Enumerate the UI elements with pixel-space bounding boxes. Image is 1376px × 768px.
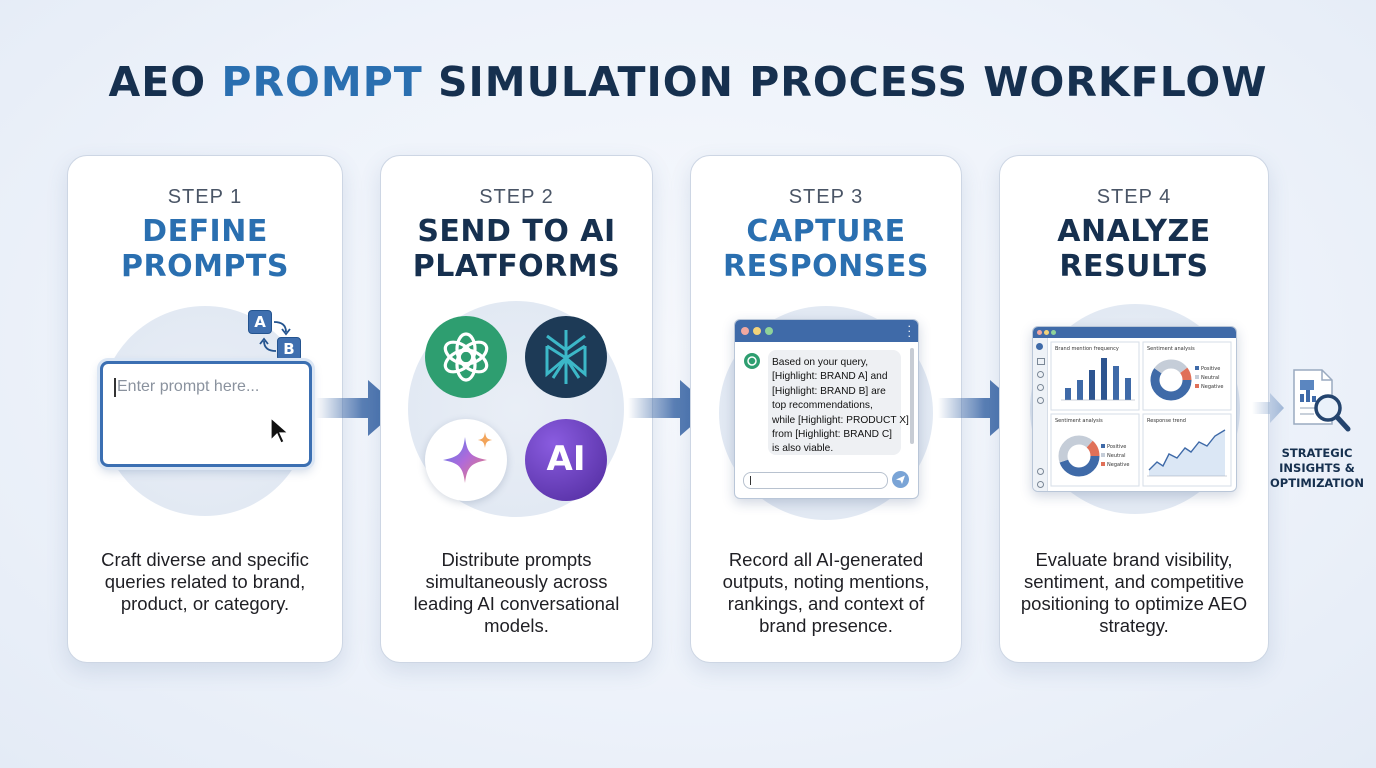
send-button[interactable] <box>892 471 909 488</box>
response-line: [Highlight: BRAND B] are <box>772 385 886 397</box>
maximize-dot-icon <box>1051 330 1056 335</box>
step-3-heading: CAPTURE RESPONSES <box>691 214 961 284</box>
legend-negative: Negative <box>1201 384 1223 390</box>
sidebar-home-icon[interactable] <box>1036 343 1043 350</box>
step-1-heading-line2: PROMPTS <box>120 249 289 284</box>
step-4-heading-line2: RESULTS <box>1059 249 1209 284</box>
input-caret <box>750 476 751 485</box>
response-line: while [Highlight: PRODUCT X] <box>772 414 909 426</box>
anthropic-logo-text: AI <box>546 439 586 479</box>
donut-chart <box>1150 359 1192 401</box>
swap-arrows-icon <box>259 321 291 352</box>
text-caret <box>114 378 116 397</box>
step-4-heading: ANALYZE RESULTS <box>1000 214 1268 284</box>
legend-neutral: Neutral <box>1201 375 1219 381</box>
title-part1: AEO <box>108 58 222 106</box>
step-1-description: Craft diverse and specific queries relat… <box>101 549 309 614</box>
sidebar-item-icon[interactable] <box>1037 468 1044 475</box>
step-1-label: STEP 1 <box>167 186 243 208</box>
line-chart <box>1147 429 1227 477</box>
anthropic-icon: AI <box>525 419 607 501</box>
dashboard-sidebar <box>1033 338 1048 491</box>
sidebar-item-icon[interactable] <box>1037 371 1044 378</box>
legend: Positive Neutral Negative <box>1195 366 1223 390</box>
response-line: [Highlight: BRAND A] and <box>772 371 888 383</box>
tile-b-icon: B <box>277 337 301 361</box>
step-3-label: STEP 3 <box>788 186 864 208</box>
panel-3-title: Sentiment analysis <box>1055 418 1103 424</box>
legend-neutral: Neutral <box>1107 453 1125 459</box>
tile-a-icon: A <box>248 310 272 334</box>
response-text: Based on your query, [Highlight: BRAND A… <box>772 356 909 457</box>
legend-positive: Positive <box>1107 444 1126 450</box>
maximize-dot-icon <box>765 327 773 335</box>
minimize-dot-icon <box>753 327 761 335</box>
prompt-placeholder: Enter prompt here... <box>117 378 260 395</box>
step-2-heading-line2: PLATFORMS <box>412 249 621 284</box>
sidebar-item-icon[interactable] <box>1037 481 1044 488</box>
strategic-insights-label: STRATEGIC INSIGHTS & OPTIMIZATION <box>1262 446 1372 491</box>
kebab-menu-icon[interactable]: ··· <box>907 320 912 343</box>
sidebar-chart-icon[interactable] <box>1037 358 1045 365</box>
perplexity-icon <box>525 316 607 398</box>
donut-chart <box>1058 435 1100 477</box>
bar-chart <box>1061 358 1135 401</box>
send-icon <box>896 475 905 484</box>
step-2-card: STEP 2 SEND TO AI PLATFORMS <box>380 155 653 663</box>
step-4-description: Evaluate brand visibility, sentiment, an… <box>1020 549 1248 636</box>
step-1-card: STEP 1 DEFINE PROMPTS A B Enter prompt h… <box>67 155 343 663</box>
step-3-heading-line1: CAPTURE <box>746 214 906 249</box>
legend-negative: Negative <box>1107 462 1129 468</box>
chat-window: ··· Based on your query, [Highlight: BRA… <box>734 319 919 499</box>
step-3-description: Record all AI-generated outputs, noting … <box>722 549 930 636</box>
step-4-heading-line1: ANALYZE <box>1057 214 1211 249</box>
panel-1-title: Brand mention frequency <box>1055 346 1119 352</box>
page-title: AEO PROMPT SIMULATION PROCESS WORKFLOW <box>0 58 1376 106</box>
response-bubble: Based on your query, [Highlight: BRAND A… <box>768 350 909 457</box>
flow-arrow-1 <box>316 380 400 436</box>
step-1-heading: DEFINE PROMPTS <box>68 214 342 284</box>
response-line: top recommendations, <box>772 400 873 412</box>
response-line: is also viable. <box>772 443 834 455</box>
final-label-line1: STRATEGIC <box>1281 446 1353 460</box>
chat-input[interactable] <box>743 472 888 489</box>
legend-positive: Positive <box>1201 366 1220 372</box>
step-3-card: STEP 3 CAPTURE RESPONSES ··· Based on yo… <box>690 155 962 663</box>
scrollbar[interactable] <box>910 348 914 444</box>
final-label-line3: OPTIMIZATION <box>1270 476 1364 490</box>
assistant-avatar-icon <box>744 353 760 369</box>
analytics-dashboard: Brand mention frequency Sentiment analys… <box>1032 326 1237 492</box>
legend: Positive Neutral Negative <box>1101 444 1129 468</box>
sidebar-item-icon[interactable] <box>1037 384 1044 391</box>
step-2-heading: SEND TO AI PLATFORMS <box>381 214 652 284</box>
dashboard-panels: Brand mention frequency Sentiment analys… <box>1050 341 1232 487</box>
step-3-heading-line2: RESPONSES <box>722 249 929 284</box>
close-dot-icon <box>741 327 749 335</box>
step-4-label: STEP 4 <box>1096 186 1172 208</box>
step-2-heading-line1: SEND TO AI <box>417 214 616 249</box>
response-line: Based on your query, <box>772 357 869 368</box>
window-titlebar: ··· <box>735 320 918 342</box>
flow-arrow-4 <box>1252 393 1284 423</box>
step-1-heading-line1: DEFINE <box>142 214 268 249</box>
dashboard-titlebar <box>1033 327 1236 338</box>
minimize-dot-icon <box>1044 330 1049 335</box>
step-2-label: STEP 2 <box>479 186 554 208</box>
report-magnifier-icon <box>1293 369 1351 432</box>
panel-2-title: Sentiment analysis <box>1147 346 1195 352</box>
title-part2: SIMULATION PROCESS WORKFLOW <box>422 58 1268 106</box>
step-4-card: STEP 4 ANALYZE RESULTS Brand mention fre… <box>999 155 1269 663</box>
response-line: from [Highlight: BRAND C] <box>772 429 893 441</box>
title-accent: PROMPT <box>221 58 423 106</box>
panel-4-title: Response trend <box>1147 418 1186 424</box>
step-2-description: Distribute prompts simultaneously across… <box>413 549 620 636</box>
sidebar-item-icon[interactable] <box>1037 397 1044 404</box>
close-dot-icon <box>1037 330 1042 335</box>
mouse-cursor-icon <box>270 416 290 444</box>
final-label-line2: INSIGHTS & <box>1279 461 1355 475</box>
chatgpt-icon <box>425 316 507 398</box>
gemini-icon <box>425 419 507 501</box>
prompt-input[interactable]: Enter prompt here... <box>100 361 312 467</box>
